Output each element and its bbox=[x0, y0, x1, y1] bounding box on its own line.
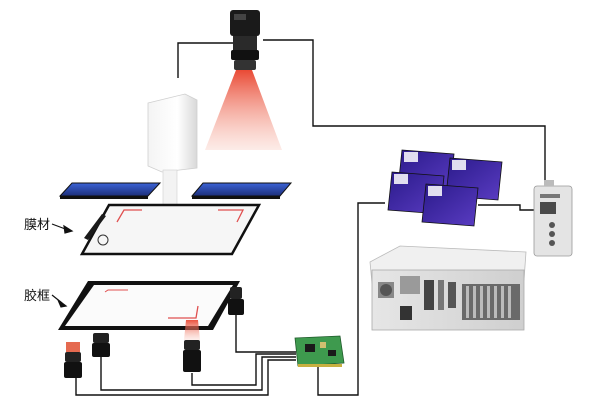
bottom-camera-left-icon bbox=[64, 342, 82, 378]
film-label: 膜材 bbox=[24, 218, 51, 233]
bottom-camera-mid-icon bbox=[92, 333, 110, 357]
controller-box-icon bbox=[533, 180, 573, 257]
industrial-pc-icon bbox=[369, 245, 527, 331]
bottom-camera-corner-icon bbox=[228, 287, 244, 315]
label-arrows bbox=[51, 223, 74, 308]
top-camera-icon bbox=[205, 10, 282, 150]
blue-plates bbox=[58, 182, 293, 199]
capture-card-icon bbox=[294, 335, 345, 367]
glue-frame bbox=[58, 281, 240, 330]
monitor-stack-icon bbox=[387, 149, 503, 227]
film-sheet bbox=[79, 203, 262, 256]
bottom-camera-right-icon bbox=[183, 320, 201, 372]
frame-label: 胶框 bbox=[24, 289, 51, 304]
cables bbox=[75, 39, 546, 396]
